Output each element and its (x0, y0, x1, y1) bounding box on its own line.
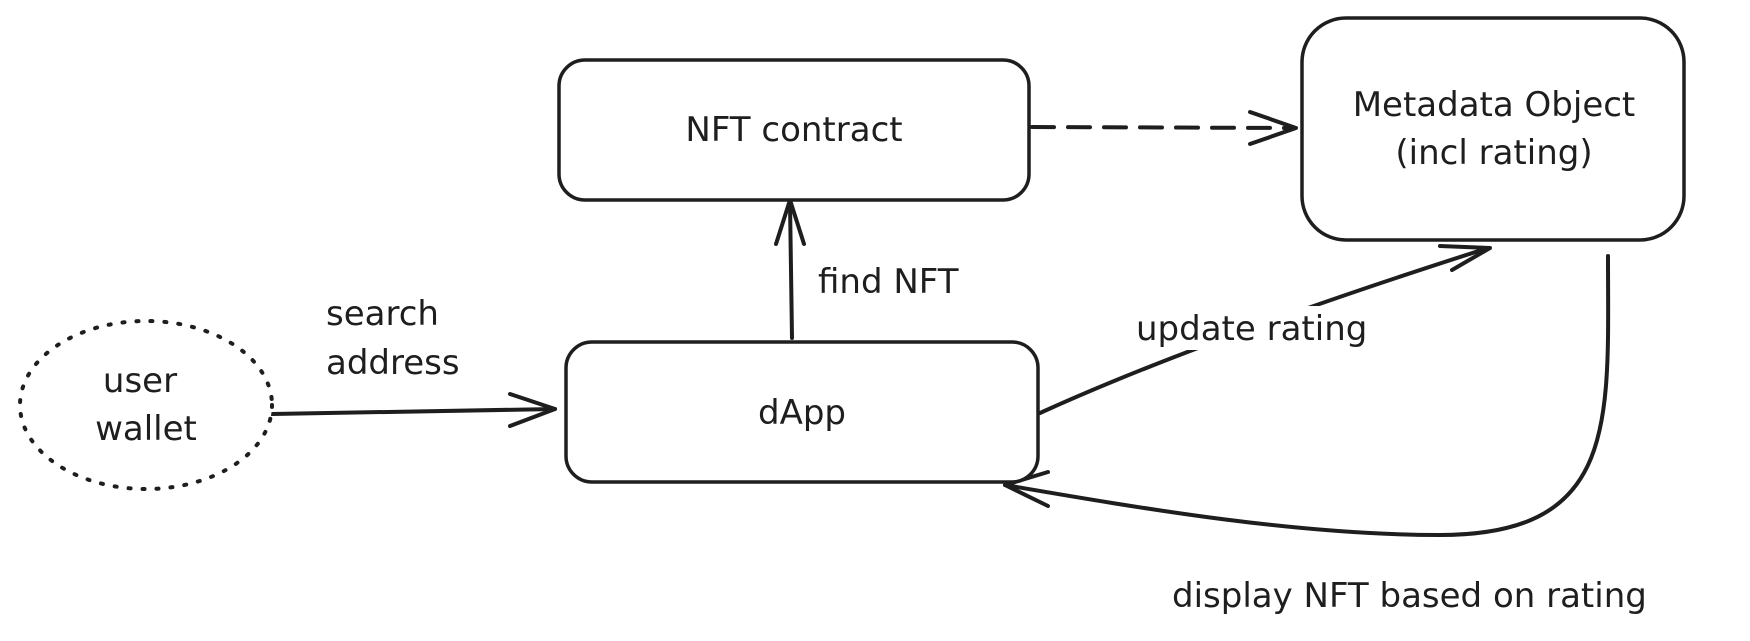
edge-label-search-address-line-2: address (326, 343, 460, 383)
user-wallet-label-line-1: user (103, 361, 177, 401)
edge-display-nft-arrowhead (1003, 470, 1050, 508)
dapp-label: dApp (758, 393, 846, 433)
edge-display-nft (1003, 254, 1611, 537)
node-nft-contract: NFT contract (557, 58, 1031, 202)
edge-label-find-nft: find NFT (818, 262, 959, 302)
node-dapp: dApp (564, 340, 1040, 484)
metadata-object-label-line-2: (incl rating) (1395, 133, 1592, 173)
edge-contract-to-metadata (1030, 110, 1298, 146)
edge-contract-to-metadata-arrowhead (1248, 110, 1298, 146)
edge-search-address-arrowhead (508, 392, 557, 428)
node-user-wallet: user wallet (18, 319, 274, 491)
edge-label-update-rating: update rating (1136, 309, 1367, 349)
edge-find-nft (774, 198, 806, 340)
node-metadata-object: Metadata Object (incl rating) (1300, 16, 1686, 242)
metadata-object-label-line-1: Metadata Object (1353, 85, 1636, 125)
edge-search-address (270, 392, 557, 428)
edge-update-rating-arrowhead (1438, 244, 1492, 272)
edge-label-search-address-line-1: search (326, 294, 439, 334)
edge-label-display-nft: display NFT based on rating (1172, 576, 1647, 616)
user-wallet-label-line-2: wallet (95, 409, 197, 449)
nft-contract-label: NFT contract (685, 110, 902, 150)
edge-label-update-rating-backdrop (1132, 306, 1408, 350)
